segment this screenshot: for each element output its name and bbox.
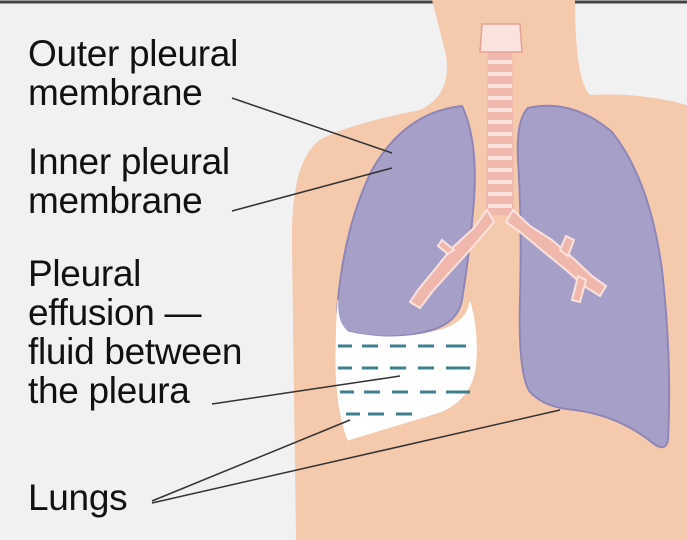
label-pleural-effusion: Pleural effusion — fluid between the ple… xyxy=(28,254,242,410)
label-inner-pleural-membrane: Inner pleural membrane xyxy=(28,142,230,220)
label-outer-pleural-membrane: Outer pleural membrane xyxy=(28,34,238,112)
label-lungs: Lungs xyxy=(28,478,127,517)
